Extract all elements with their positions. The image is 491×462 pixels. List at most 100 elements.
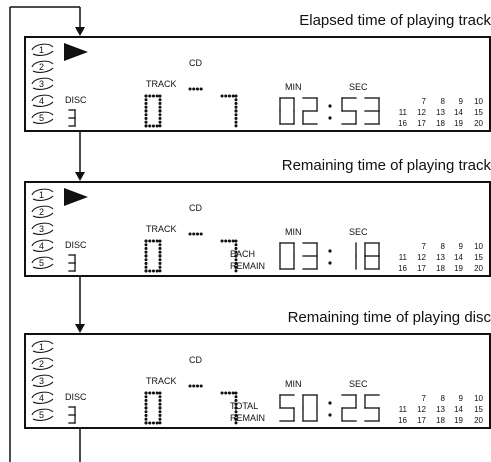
disc-arc xyxy=(31,60,54,68)
seconds-digit-1 xyxy=(341,394,357,422)
track-grid-number: 8 xyxy=(441,97,446,106)
track-grid-number: 14 xyxy=(454,405,463,414)
track-grid-number: 13 xyxy=(436,253,445,262)
cd-label: CD xyxy=(189,355,202,365)
caption-remaining-disc: Remaining time of playing disc xyxy=(287,309,491,326)
mode-label-bottom: REMAIN xyxy=(230,413,265,423)
disc-slot-5-icon: 5 xyxy=(31,111,54,124)
track-grid-number: 14 xyxy=(454,253,463,262)
track-label: TRACK xyxy=(146,376,177,386)
track-digit-2 xyxy=(220,94,238,128)
track-grid-number: 14 xyxy=(454,108,463,117)
disc-arc xyxy=(32,195,54,201)
track-grid-number: 8 xyxy=(441,394,446,403)
mode-label-top: EACH xyxy=(230,249,255,259)
minutes-digit-1 xyxy=(279,242,295,270)
track-grid-number: 16 xyxy=(398,416,407,425)
track-grid-number: 17 xyxy=(417,119,426,128)
track-grid-number: 10 xyxy=(474,394,483,403)
disc-arc xyxy=(32,381,54,387)
track-grid-number: 7 xyxy=(422,394,427,403)
min-label: MIN xyxy=(285,82,302,92)
track-grid-number: 12 xyxy=(417,405,426,414)
disc-slot-number: 4 xyxy=(39,393,44,403)
track-digit-1 xyxy=(144,239,162,273)
track-grid-number: 11 xyxy=(399,253,408,262)
min-label: MIN xyxy=(285,379,302,389)
disc-label: DISC xyxy=(65,392,87,402)
disc-slot-4-icon: 4 xyxy=(31,391,54,404)
track-grid-number: 12 xyxy=(417,108,426,117)
track-grid-number: 7 xyxy=(422,97,427,106)
disc-arc xyxy=(32,415,54,421)
disc-arc xyxy=(32,347,54,353)
minutes-digit-1 xyxy=(279,97,295,125)
track-grid-number: 12 xyxy=(417,253,426,262)
track-digit-2 xyxy=(220,391,238,425)
disc-arc xyxy=(32,84,54,90)
disc-arc xyxy=(31,43,54,51)
disc-arc xyxy=(31,111,54,119)
track-grid-number: 17 xyxy=(417,416,426,425)
track-digit-2 xyxy=(220,239,238,273)
disc-arc xyxy=(32,246,54,252)
disc-label: DISC xyxy=(65,95,87,105)
disc-slot-1-icon: 1 xyxy=(31,340,54,353)
time-colon-dot xyxy=(328,413,332,417)
seconds-digit-2 xyxy=(364,97,380,125)
disc-slot-4-icon: 4 xyxy=(31,94,54,107)
mode-label-top: TOTAL xyxy=(230,401,258,411)
disc-slot-number: 1 xyxy=(39,342,44,352)
disc-slot-2-icon: 2 xyxy=(31,60,54,73)
disc-slot-1-icon: 1 xyxy=(31,188,54,201)
disc-arc xyxy=(31,205,54,213)
minutes-digit-2 xyxy=(302,394,318,422)
disc-slot-5-icon: 5 xyxy=(31,256,54,269)
track-grid-number: 7 xyxy=(422,242,427,251)
minutes-digit-2 xyxy=(302,97,318,125)
disc-arc xyxy=(31,357,54,365)
disc-arc xyxy=(31,77,54,85)
track-label: TRACK xyxy=(146,224,177,234)
sec-label: SEC xyxy=(349,227,368,237)
disc-slot-number: 4 xyxy=(39,96,44,106)
track-grid-number: 19 xyxy=(454,119,463,128)
disc-slot-number: 1 xyxy=(39,45,44,55)
disc-slot-3-icon: 3 xyxy=(31,77,54,90)
track-grid-number: 8 xyxy=(441,242,446,251)
disc-slot-2-icon: 2 xyxy=(31,357,54,370)
cd-label: CD xyxy=(189,58,202,68)
track-grid-number: 15 xyxy=(474,405,483,414)
disc-slot-5-icon: 5 xyxy=(31,408,54,421)
disc-arc xyxy=(31,94,54,102)
track-grid-number: 18 xyxy=(436,264,445,273)
disc-slot-number: 3 xyxy=(39,79,44,89)
time-colon-dot xyxy=(328,401,332,405)
track-grid-number: 19 xyxy=(454,416,463,425)
disc-slot-4-icon: 4 xyxy=(31,239,54,252)
minutes-digit-1 xyxy=(279,394,295,422)
track-digit-1 xyxy=(144,94,162,128)
caption-remaining-track: Remaining time of playing track xyxy=(281,157,491,174)
time-colon-dot xyxy=(328,261,332,265)
track-label: TRACK xyxy=(146,79,177,89)
sec-label: SEC xyxy=(349,379,368,389)
track-grid-number: 13 xyxy=(436,108,445,117)
disc-arc xyxy=(32,229,54,235)
time-colon-dot xyxy=(328,116,332,120)
disc-arc xyxy=(32,101,54,107)
minutes-digit-2 xyxy=(302,242,318,270)
disc-arc xyxy=(31,222,54,230)
track-grid-number: 13 xyxy=(436,405,445,414)
disc-arc xyxy=(32,263,54,269)
seconds-digit-2 xyxy=(364,242,380,270)
arrow-down-icon xyxy=(75,27,85,36)
min-label: MIN xyxy=(285,227,302,237)
track-grid-number: 9 xyxy=(459,97,464,106)
track-grid-number: 15 xyxy=(474,253,483,262)
disc-arc xyxy=(31,188,54,196)
disc-arc xyxy=(31,340,54,348)
